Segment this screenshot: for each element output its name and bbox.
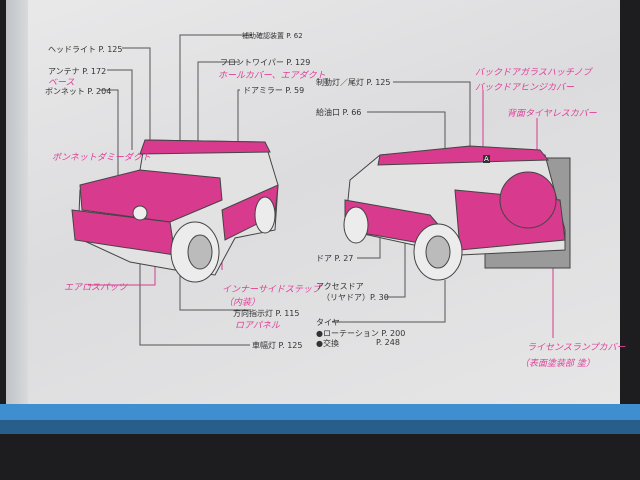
label-tire-replace: ●交換 bbox=[316, 339, 339, 348]
label-access-door: アクセスドア bbox=[316, 282, 364, 291]
plastic-sleeve-edge bbox=[6, 0, 28, 410]
note-aero-spats: エアロスパッツ bbox=[64, 283, 128, 293]
label-turn-signal: 方向指示灯 P. 115 bbox=[233, 309, 300, 318]
note-back-door-hinge: バックドアヒンジカバー bbox=[475, 83, 575, 93]
label-access-door-page: （リヤドア）P. 30 bbox=[322, 293, 389, 302]
marker-a: A bbox=[483, 155, 490, 163]
label-brake-tail: 制動灯／尾灯 P. 125 bbox=[316, 78, 391, 87]
label-tire-rotation: ●ローテーション P. 200 bbox=[316, 329, 406, 338]
label-side-marker: 車幅灯 P. 125 bbox=[252, 341, 303, 350]
note-inner-side-step: インナーサイドステップ bbox=[222, 285, 321, 295]
label-tire-replace-page: P. 248 bbox=[376, 338, 400, 347]
note-antenna-base: ベース bbox=[48, 78, 75, 88]
label-fuel-port: 給油口 P. 66 bbox=[316, 108, 362, 117]
front-vehicle bbox=[71, 139, 279, 283]
blue-masking-tape bbox=[0, 404, 640, 422]
label-door: ドア P. 27 bbox=[316, 254, 354, 263]
note-license-surface: （表面塗装部 塗） bbox=[520, 359, 595, 369]
note-bonnet-dummy-duct: ボンネットダミーダクト bbox=[52, 153, 151, 163]
tape-shadow bbox=[0, 420, 640, 434]
leader-lines bbox=[100, 34, 471, 346]
label-antenna: アンテナ P. 172 bbox=[48, 67, 107, 76]
label-tire: タイヤ bbox=[316, 318, 340, 327]
note-interior: （内装） bbox=[224, 298, 261, 308]
note-wiper-cover: ホールカバー、エアダクト bbox=[218, 71, 326, 81]
note-license-lamp-cover: ライセンスランプカバー bbox=[527, 343, 626, 353]
note-lower-panel: ロアパネル bbox=[235, 321, 280, 331]
note-spare-tire-cover: 背面タイヤレスカバー bbox=[507, 109, 597, 119]
label-bonnet: ボンネット P. 204 bbox=[45, 87, 112, 96]
label-headlight: ヘッドライト P. 125 bbox=[48, 45, 123, 54]
label-door-mirror: ドアミラー P. 59 bbox=[243, 86, 305, 95]
label-aux-device: 補助確認装置 P. 62 bbox=[242, 32, 303, 40]
note-back-door-glass: バックドアガラスハッチノブ bbox=[475, 68, 592, 78]
label-front-wiper: フロントワイパー P. 129 bbox=[220, 58, 311, 67]
rear-vehicle bbox=[343, 145, 571, 281]
